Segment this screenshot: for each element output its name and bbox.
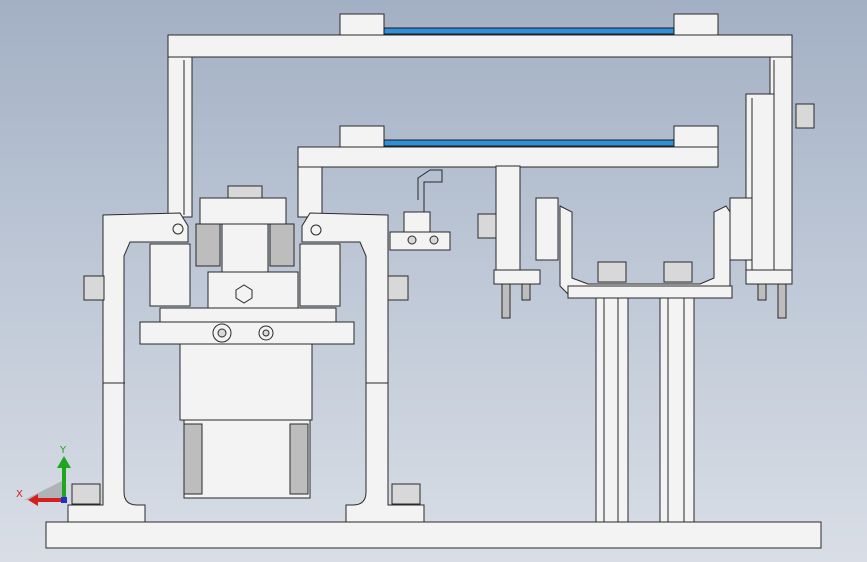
- right-station-right-pad: [729, 197, 753, 261]
- right-sensor-bar: [745, 269, 793, 285]
- jaw-mount-top: [159, 307, 337, 323]
- gear-right: [269, 223, 295, 267]
- jaw-mount-plate: [139, 321, 355, 345]
- mid-cylinder-block-left: [339, 125, 385, 149]
- center-shaft-housing: [221, 223, 269, 277]
- cradle-bolt-right: [663, 261, 693, 283]
- right-station-left-knob: [477, 213, 497, 239]
- left-sensor-2: [521, 283, 531, 301]
- linkage-rail: [389, 231, 451, 251]
- y-axis-label: Y: [59, 445, 67, 456]
- right-sensor: [777, 283, 787, 319]
- mid-crossbeam: [297, 146, 719, 168]
- top-cylinder-rod: [383, 27, 675, 35]
- left-foot-bolt: [71, 483, 101, 505]
- right-support-bracket: [301, 212, 425, 523]
- left-upright-post: [167, 56, 193, 218]
- middle-frame: [297, 93, 775, 273]
- motor-head: [207, 271, 299, 313]
- base-plate: [45, 521, 822, 549]
- left-side-knob: [83, 275, 105, 301]
- y-axis-arrow: [57, 456, 71, 468]
- linkage-block: [403, 211, 431, 233]
- motor-body: [179, 343, 313, 421]
- column-left: [595, 297, 629, 523]
- coordinate-triad: Y X: [16, 445, 71, 506]
- z-axis-marker: [61, 497, 67, 503]
- left-sensor-bar: [493, 269, 541, 285]
- motor-rod-right: [289, 423, 309, 495]
- left-sensor: [501, 283, 511, 319]
- center-linkage: [389, 169, 451, 251]
- x-axis-arrow: [28, 494, 38, 506]
- left-support-bracket: [67, 212, 189, 523]
- right-station-left-arm: [495, 165, 521, 271]
- top-frame: [167, 13, 793, 274]
- top-clamp-block: [199, 197, 287, 225]
- top-cylinder-block-left: [339, 13, 385, 37]
- right-pivot-pin: [310, 224, 322, 236]
- right-station: [477, 103, 815, 523]
- right-foot-bolt: [391, 483, 421, 505]
- x-axis-label: X: [16, 489, 23, 500]
- cradle-base: [567, 285, 733, 299]
- right-sensor-2: [757, 283, 767, 301]
- mid-cylinder-rod: [383, 139, 675, 147]
- triad-plane: [24, 480, 64, 500]
- top-cylinder-block-right: [673, 13, 719, 37]
- clamp-nut: [227, 185, 263, 199]
- right-pivot-block: [299, 243, 341, 307]
- top-crossbeam: [167, 34, 793, 58]
- left-pivot-pin: [172, 223, 184, 235]
- mid-cylinder-block-right: [673, 125, 719, 149]
- cradle-tray: [559, 205, 731, 299]
- hex-nut: [235, 284, 253, 304]
- right-side-knob: [387, 275, 409, 301]
- motor-rod-left: [183, 423, 203, 495]
- right-station-left-pad: [535, 197, 559, 261]
- left-pivot-block: [149, 243, 191, 307]
- column-right: [659, 297, 695, 523]
- mid-left-hanger: [297, 166, 323, 218]
- gear-left: [195, 223, 221, 267]
- right-station-right-knob: [795, 103, 815, 129]
- cradle-bolt-left: [597, 261, 627, 283]
- motor-flange: [183, 419, 311, 499]
- left-gripper-assembly: [67, 185, 425, 523]
